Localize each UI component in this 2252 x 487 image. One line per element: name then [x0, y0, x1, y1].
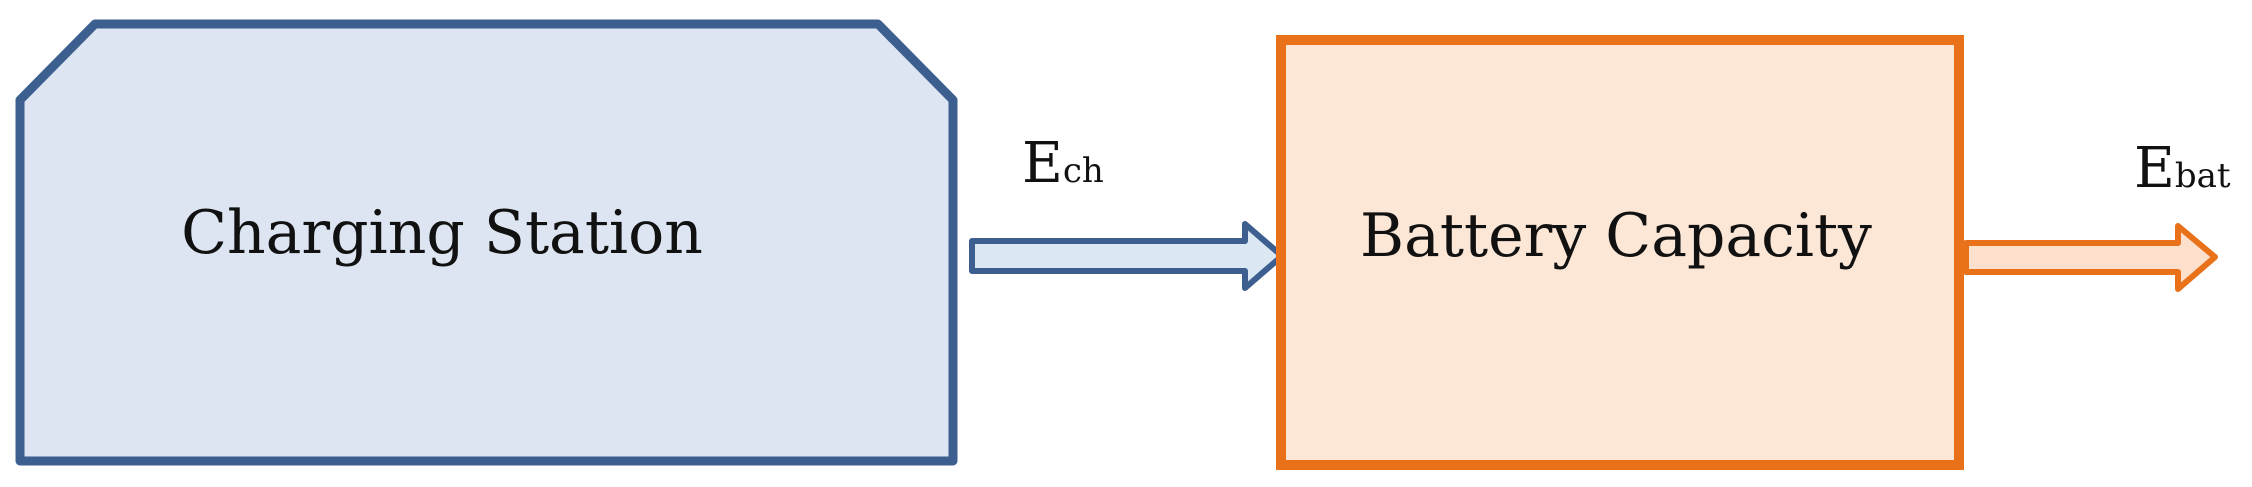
charge-flow-arrow: Ech [969, 131, 1285, 291]
battery-arrow-shape [1963, 223, 2218, 292]
battery-capacity-node: Battery Capacity [1276, 35, 1964, 470]
battery-flow-arrow: Ebat [1963, 136, 2231, 292]
charging-station-node: Charging Station [15, 19, 958, 466]
charge-arrow-shape [969, 221, 1285, 291]
charging-station-box [15, 19, 958, 466]
battery-capacity-label: Battery Capacity [1360, 201, 1872, 271]
battery-energy-symbol: Ebat [2134, 136, 2231, 201]
charge-energy-symbol: Ech [1022, 131, 1104, 196]
charging-station-label: Charging Station [181, 198, 703, 268]
battery-capacity-box [1276, 35, 1964, 470]
